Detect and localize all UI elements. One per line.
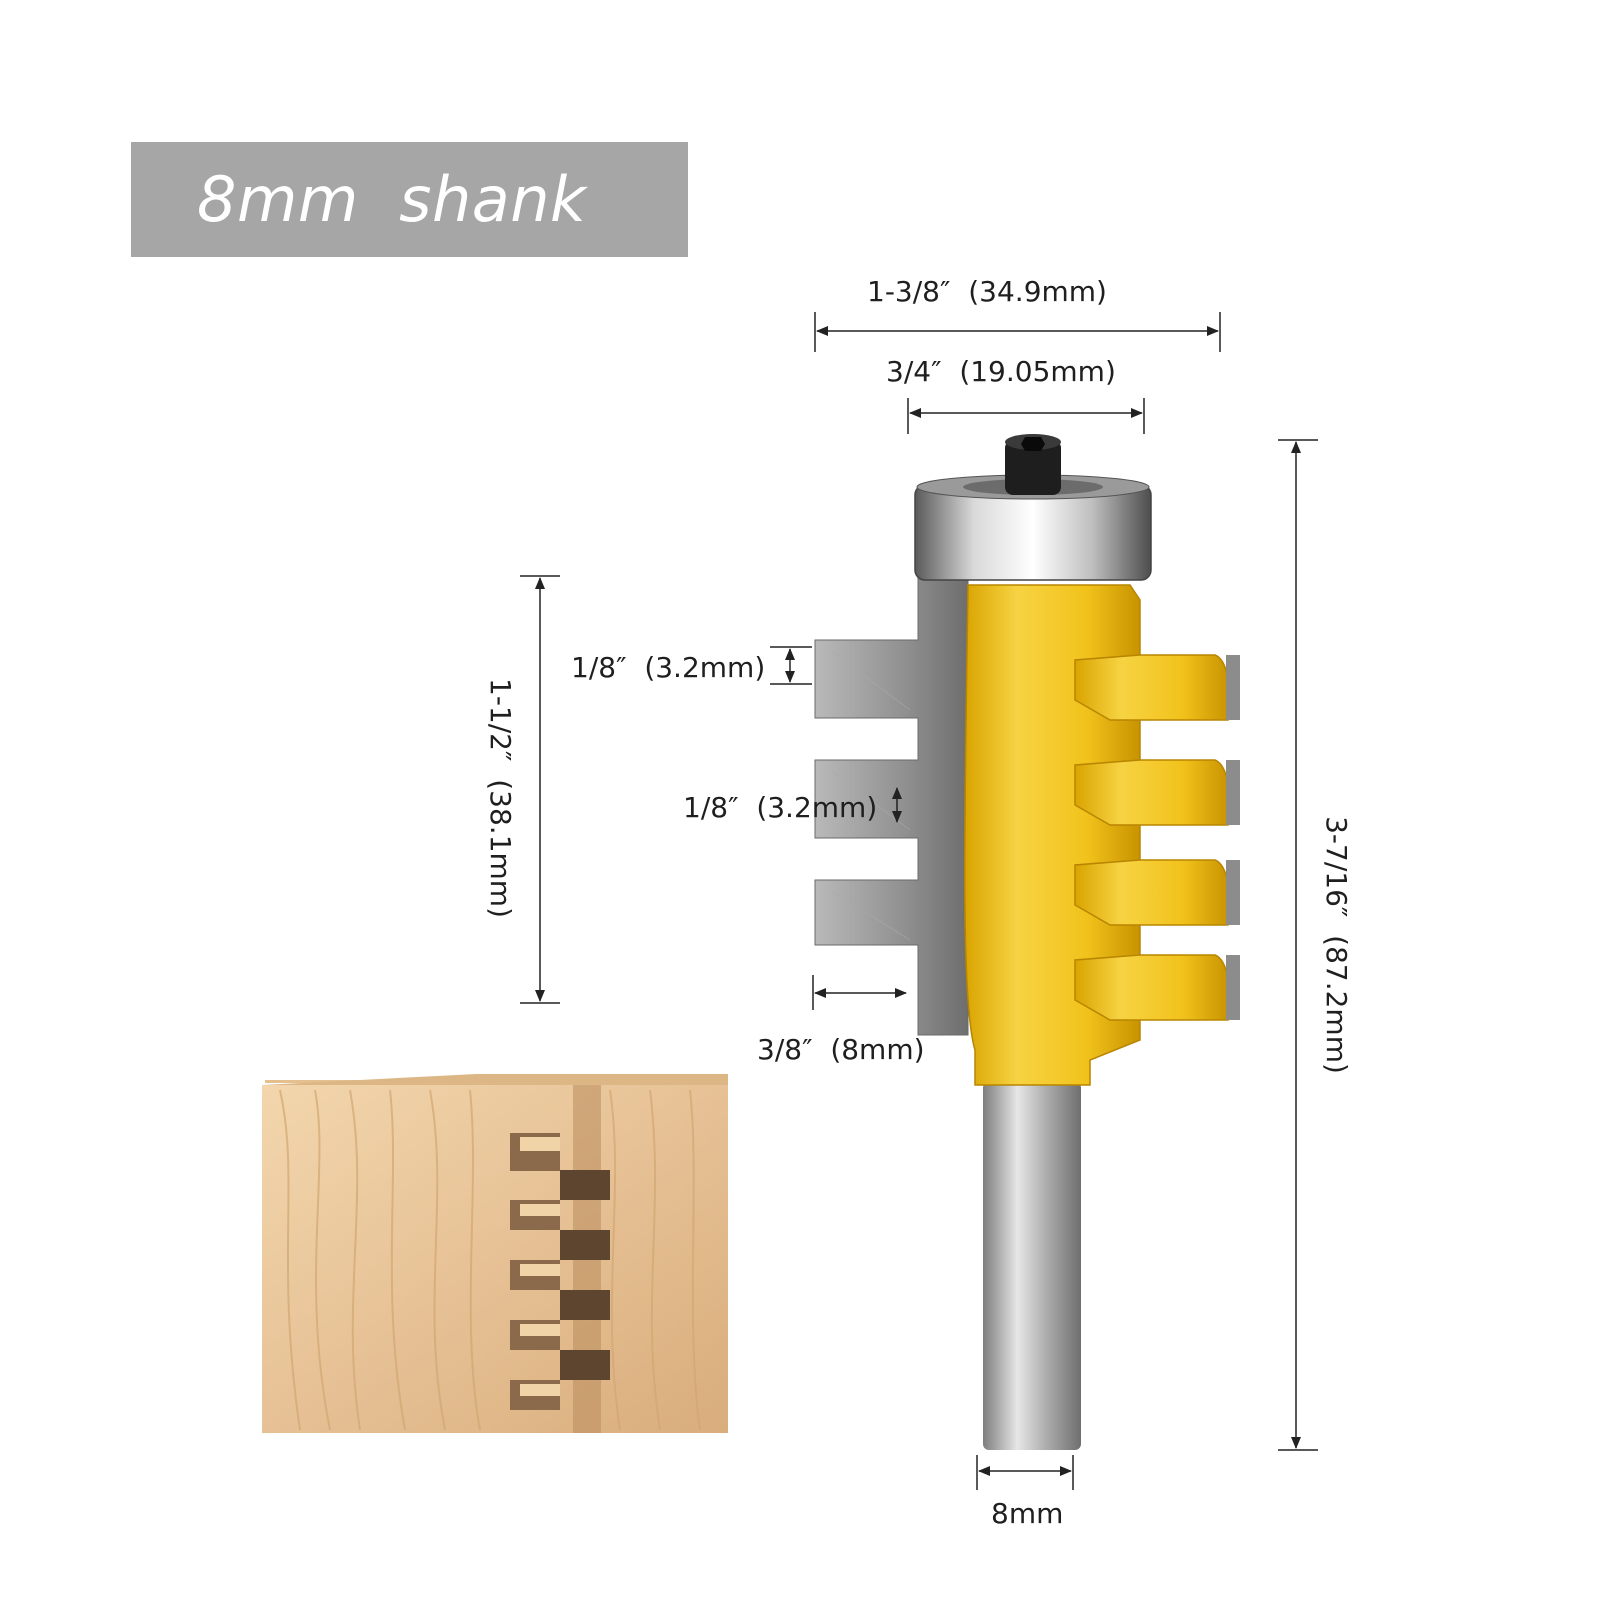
overall-width-label: 1-3/8″ (34.9mm)	[867, 275, 1107, 308]
bearing-screw	[1005, 440, 1061, 495]
wood-joint-sample	[262, 1074, 728, 1433]
dimension-lines	[520, 312, 1318, 1490]
shank-size-badge: 8mm shank	[131, 142, 688, 257]
total-length-label: 3-7/16″ (87.2mm)	[1320, 816, 1353, 1074]
router-bit	[814, 434, 1240, 1450]
finger-gap-label: 1/8″ (3.2mm)	[683, 791, 878, 824]
shank	[983, 1082, 1081, 1450]
finger-thickness-label: 1/8″ (3.2mm)	[571, 651, 766, 684]
fingers-height-label: 1-1/2″ (38.1mm)	[484, 678, 517, 918]
shank-diameter-label: 8mm	[991, 1497, 1064, 1530]
finger-depth-label: 3/8″ (8mm)	[757, 1033, 925, 1066]
carbide-cutter-blade	[814, 573, 969, 1036]
badge-text: 8mm shank	[197, 163, 587, 236]
bearing-width-label: 3/4″ (19.05mm)	[886, 355, 1116, 388]
